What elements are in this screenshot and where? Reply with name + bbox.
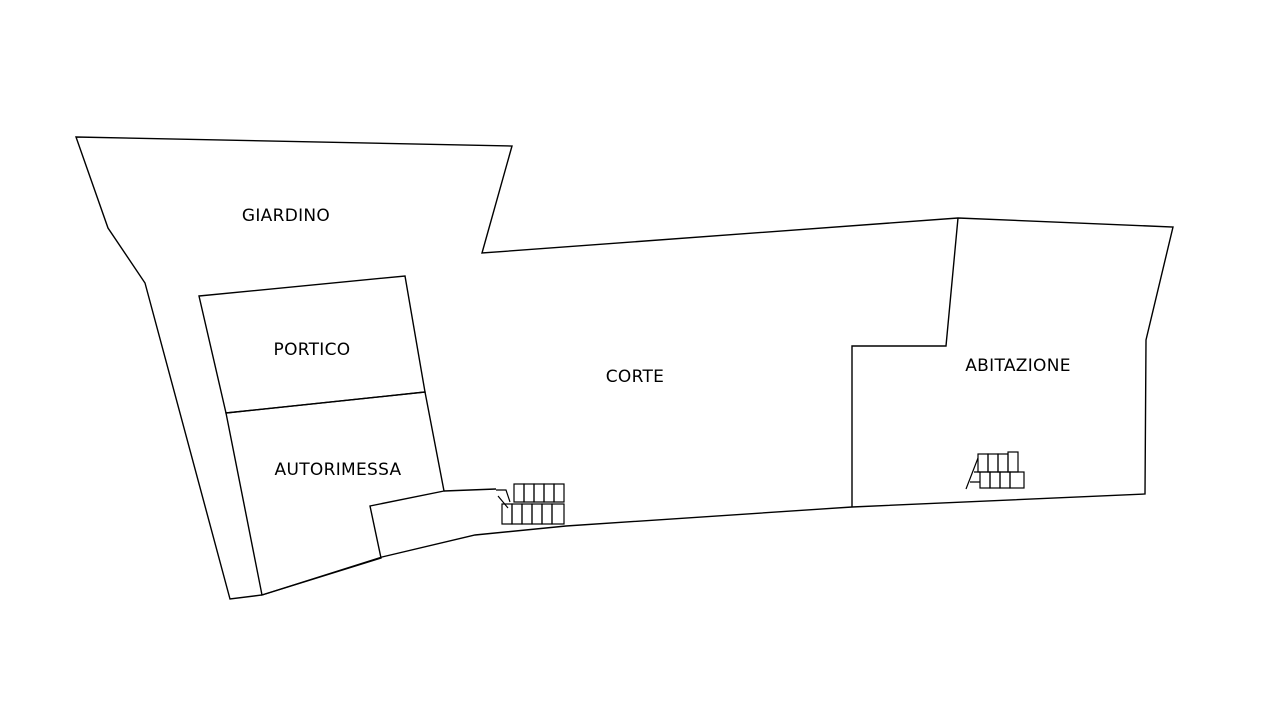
room-label-corte: CORTE [606,367,664,387]
stair-icon [496,483,565,525]
room-label-autorimessa: AUTORIMESSA [275,460,402,480]
room-label-abitazione: ABITAZIONE [965,356,1071,376]
autorimessa-outline [225,391,445,596]
room-label-giardino: GIARDINO [242,206,330,226]
property-boundary [75,136,1174,600]
passage-outline [443,488,497,492]
abitazione-outline [851,217,959,507]
stair-icon [965,451,1025,490]
room-label-portico: PORTICO [274,340,351,360]
